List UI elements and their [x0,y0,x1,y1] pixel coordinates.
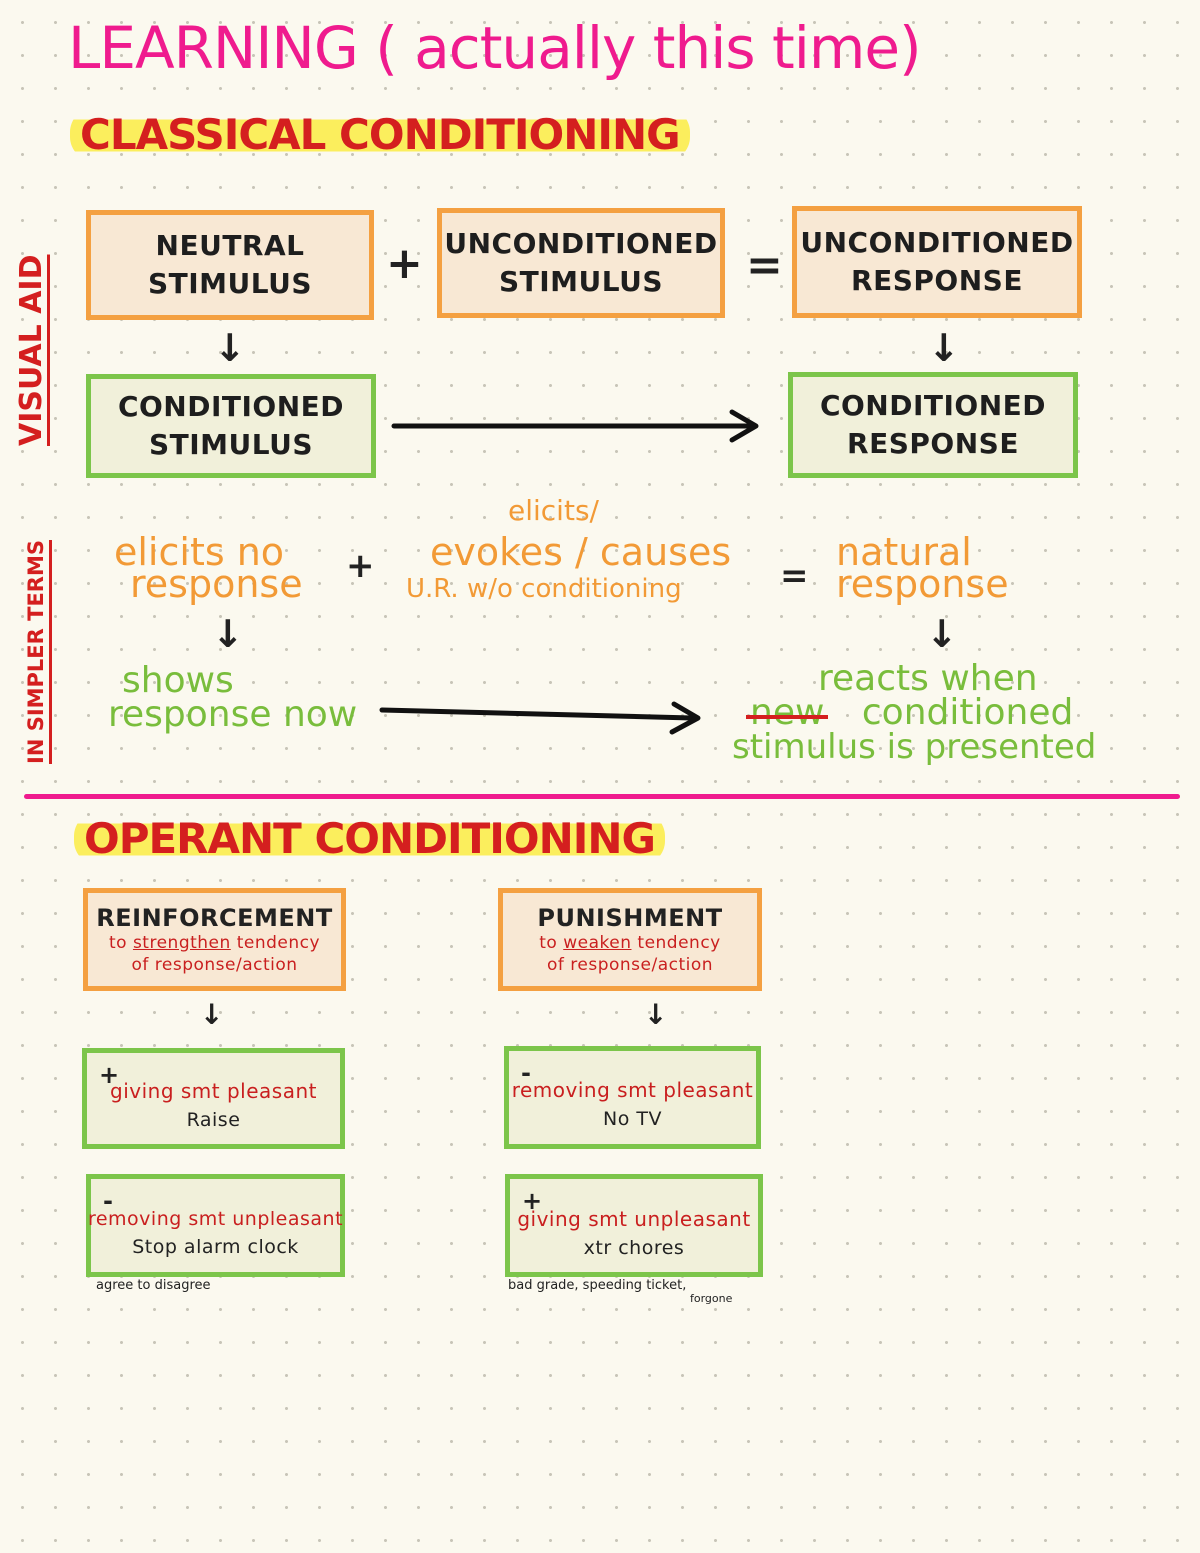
positive-reinforcement-example: Raise [186,1108,241,1131]
visual-aid-label: VISUAL AID [14,254,49,446]
plus-sign: + [346,546,375,586]
plus-sign: + [99,1061,120,1089]
conditioned-response-line1: CONDITIONED [819,389,1047,422]
simple-reacts-line1: reacts when [818,658,1038,699]
negative-reinforcement-box: - removing smt unpleasant Stop alarm clo… [86,1174,345,1277]
section-divider [24,794,1180,799]
simpler-terms-label: IN SIMPLER TERMS [24,540,48,764]
positive-reinforcement-box: + giving smt pleasant Raise [82,1048,345,1149]
equals-sign: = [780,556,809,596]
conditioned-stimulus-line1: CONDITIONED [117,390,345,423]
negative-reinforcement-text: removing smt unpleasant [87,1207,344,1230]
simple-unconditioned-top: elicits/ [508,494,599,527]
struck-word: new [750,692,825,733]
simple-neutral-line2: response [130,562,303,606]
down-arrow-icon: ↓ [926,612,958,656]
unconditioned-stimulus-line1: UNCONDITIONED [444,227,718,260]
negative-punishment-box: - removing smt pleasant No TV [504,1046,761,1149]
positive-punishment-note2: forgone [690,1292,733,1305]
right-arrow-icon [391,409,759,443]
positive-punishment-example: xtr chores [583,1236,685,1259]
simple-reacts-line3: stimulus is presented [732,727,1097,767]
simple-natural-line1: natural [836,530,972,574]
down-arrow-icon: ↓ [644,998,668,1031]
neutral-stimulus-line2: STIMULUS [147,267,313,300]
punishment-desc-line2: of response/action [546,954,714,975]
equals-sign: = [746,240,783,291]
unconditioned-response-line2: RESPONSE [851,264,1023,297]
plus-sign: + [386,238,423,289]
punishment-box: PUNISHMENT to weaken tendency of respons… [498,888,762,991]
simple-conditioned-line2: response now [108,694,358,735]
reinforcement-desc-line2: of response/action [131,954,298,975]
unconditioned-stimulus-box: UNCONDITIONED STIMULUS [437,208,725,318]
reinforcement-desc: to strengthen tendency [108,932,321,953]
conditioned-stimulus-line2: STIMULUS [148,428,314,461]
neutral-stimulus-box: NEUTRAL STIMULUS [86,210,374,320]
simple-conditioned-line1: shows [122,660,234,701]
reinforcement-box: REINFORCEMENT to strengthen tendency of … [83,888,346,991]
down-arrow-icon: ↓ [214,326,246,370]
positive-punishment-text: giving smt unpleasant [517,1206,751,1231]
down-arrow-icon: ↓ [212,612,244,656]
plus-sign: + [522,1187,543,1215]
negative-reinforcement-example: Stop alarm clock [132,1235,299,1258]
right-arrow-icon [379,701,701,735]
minus-sign: - [521,1059,532,1087]
classical-heading: CLASSICAL CONDITIONING [70,108,690,161]
positive-punishment-box: + giving smt unpleasant xtr chores [505,1174,763,1277]
punishment-title: PUNISHMENT [537,903,723,932]
down-arrow-icon: ↓ [200,998,224,1031]
simple-unconditioned-note: U.R. w/o conditioning [406,574,682,604]
simple-unconditioned: evokes / causes [430,530,732,574]
simple-reacts-conditioned: conditioned [861,692,1074,733]
simple-neutral-line1: elicits no [114,530,285,574]
unconditioned-response-line1: UNCONDITIONED [800,226,1074,259]
negative-reinforcement-note: agree to disagree [96,1278,211,1293]
simple-natural-line2: response [836,562,1009,606]
down-arrow-icon: ↓ [928,326,960,370]
neutral-stimulus-line1: NEUTRAL [155,229,305,262]
conditioned-response-box: CONDITIONED RESPONSE [788,372,1078,478]
minus-sign: - [103,1187,114,1215]
operant-heading: OPERANT CONDITIONING [74,812,665,865]
page-title: LEARNING ( actually this time) [68,14,922,82]
positive-punishment-note: bad grade, speeding ticket, [508,1278,687,1293]
simple-reacts-line2: new conditioned [750,695,1073,731]
reinforcement-title: REINFORCEMENT [96,903,333,932]
negative-punishment-example: No TV [603,1107,662,1130]
unconditioned-stimulus-line2: STIMULUS [498,265,664,298]
negative-punishment-text: removing smt pleasant [511,1077,754,1102]
conditioned-response-line2: RESPONSE [847,427,1019,460]
unconditioned-response-box: UNCONDITIONED RESPONSE [792,206,1082,318]
punishment-desc: to weaken tendency [539,932,721,953]
conditioned-stimulus-box: CONDITIONED STIMULUS [86,374,376,478]
positive-reinforcement-text: giving smt pleasant [110,1078,317,1103]
